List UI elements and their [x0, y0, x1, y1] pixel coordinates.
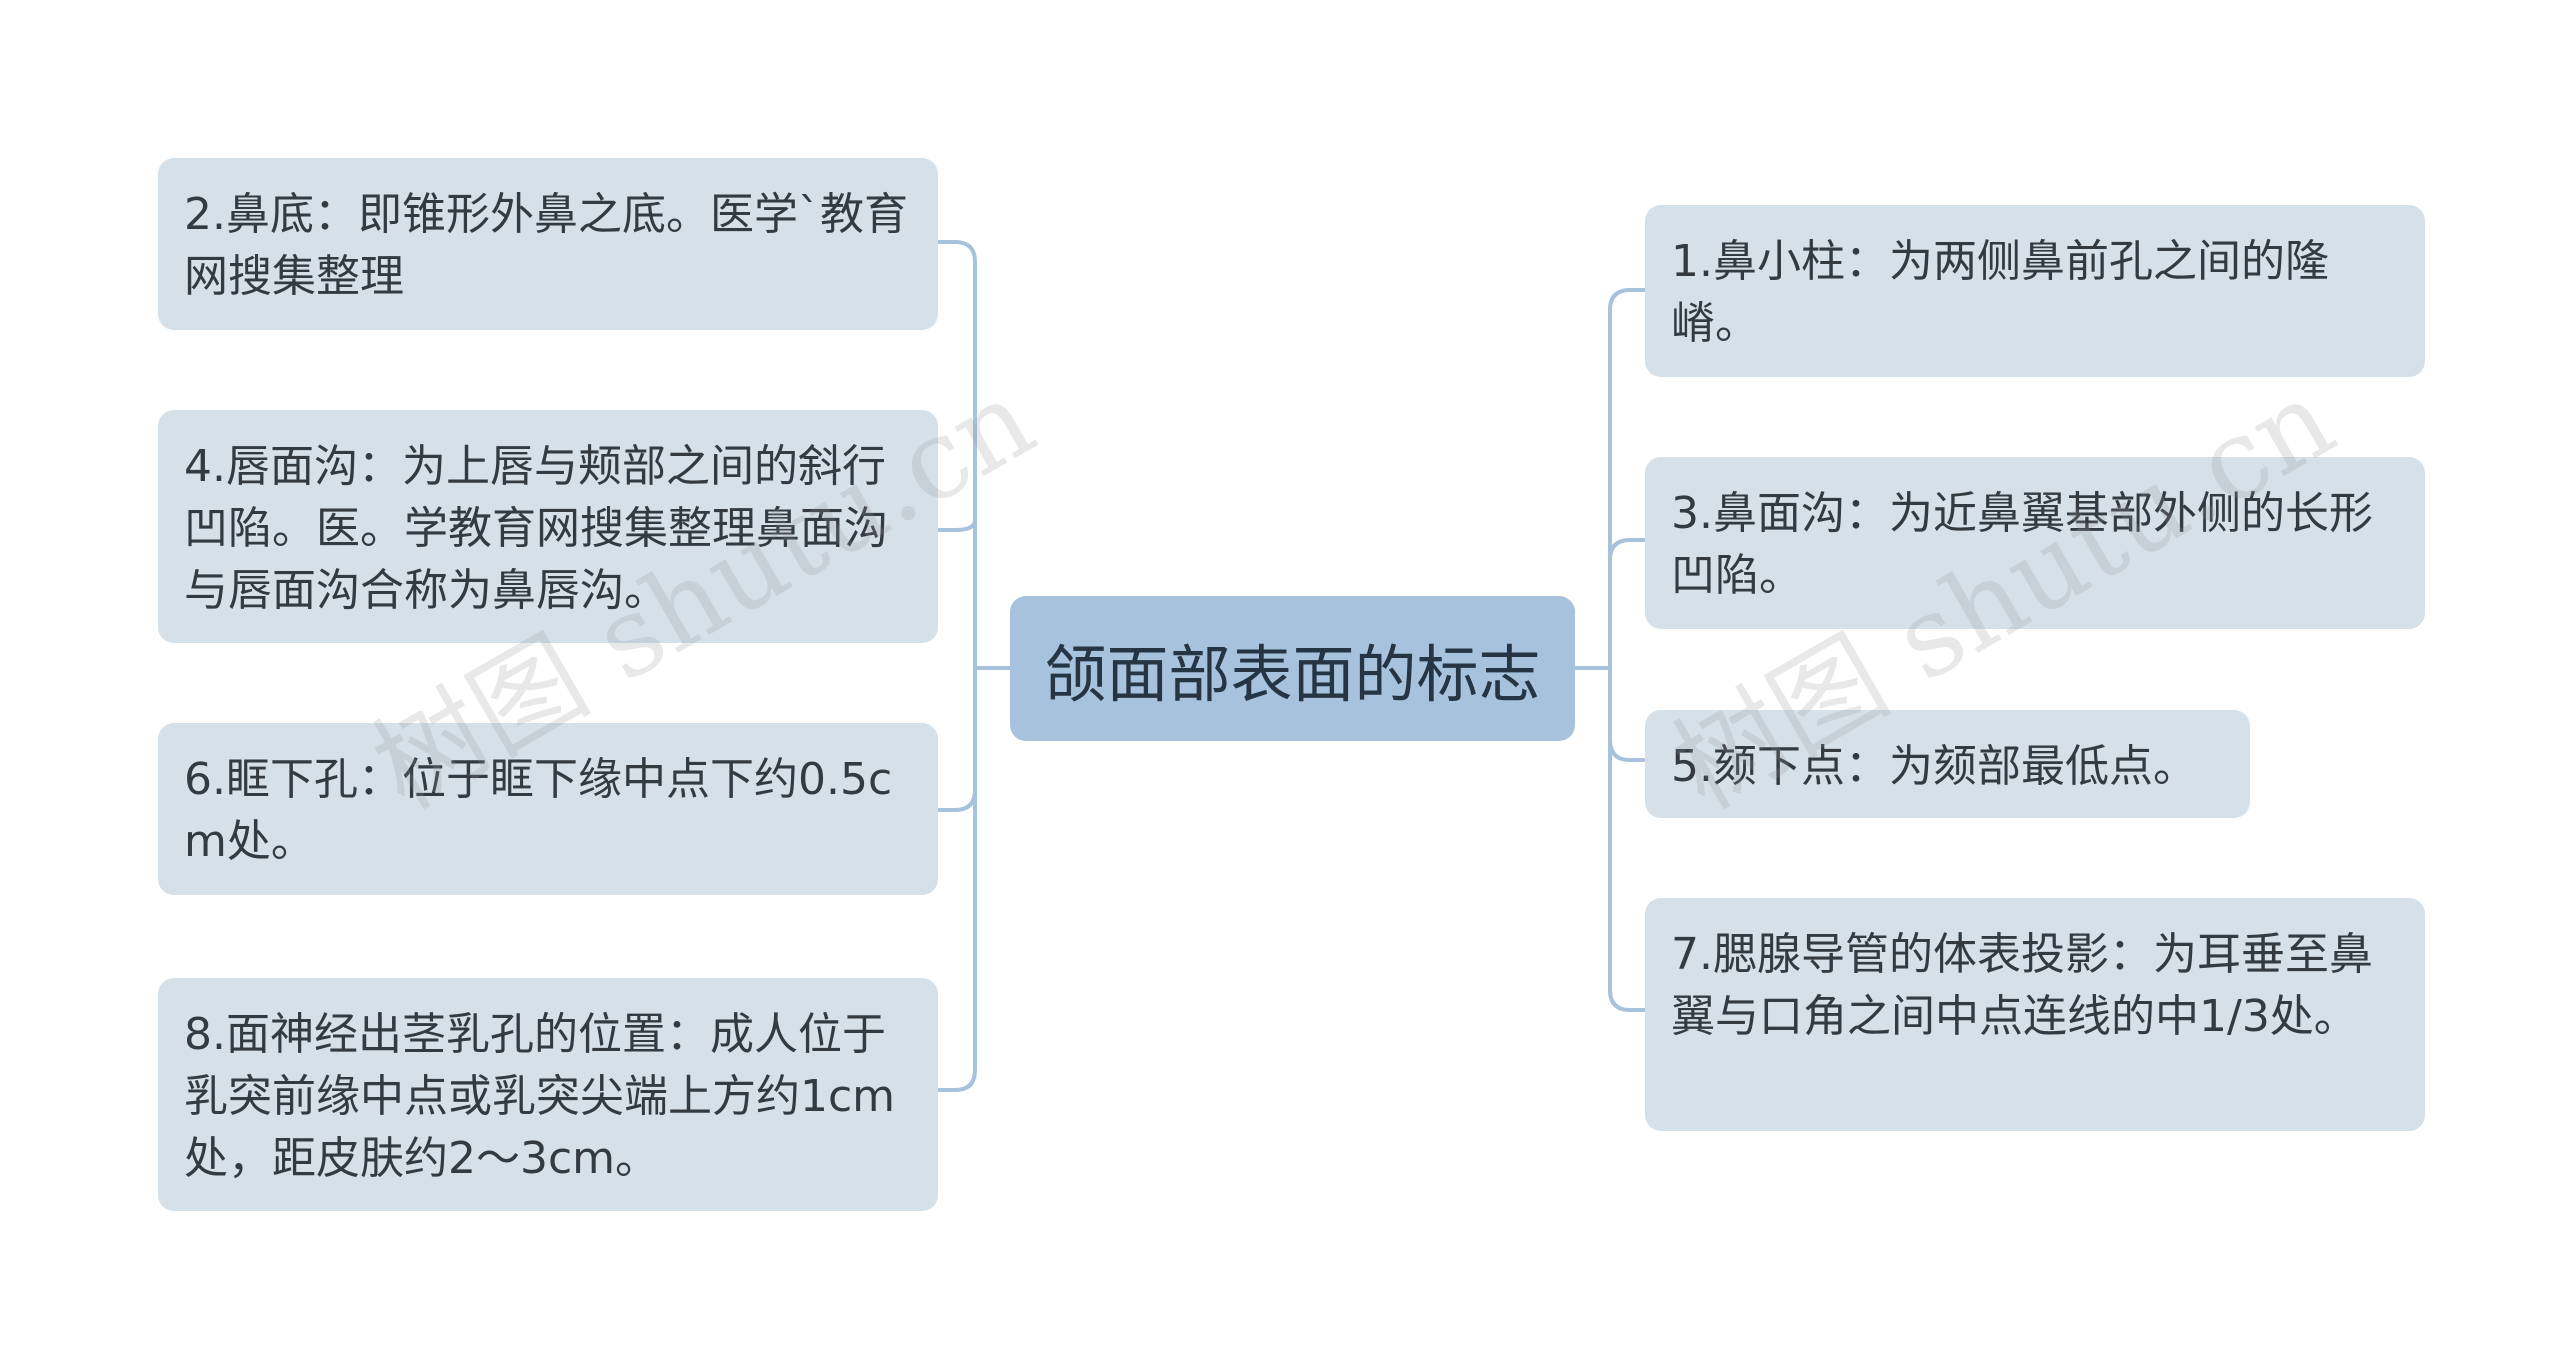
- topic-node-text: 3.鼻面沟：为近鼻翼基部外侧的长形凹陷。: [1671, 488, 2373, 601]
- topic-node-text: 4.唇面沟：为上唇与颊部之间的斜行凹陷。医。学教育网搜集整理鼻面沟与唇面沟合称为…: [184, 441, 888, 616]
- topic-node-text: 8.面神经出茎乳孔的位置：成人位于乳突前缘中点或乳突尖端上方约1cm处，距皮肤约…: [184, 1009, 896, 1184]
- connector-left-1: [935, 240, 977, 263]
- topic-node-facial-nerve[interactable]: 8.面神经出茎乳孔的位置：成人位于乳突前缘中点或乳突尖端上方约1cm处，距皮肤约…: [158, 978, 938, 1211]
- connector-right-2: [1608, 538, 1648, 561]
- connector-left-3: [935, 789, 977, 812]
- root-topic-label: 颌面部表面的标志: [1044, 637, 1541, 711]
- topic-node-text: 7.腮腺导管的体表投影：为耳垂至鼻翼与口角之间中点连线的中1/3处。: [1671, 929, 2373, 1042]
- connector-left-4: [935, 1069, 977, 1092]
- topic-node-text: 1.鼻小柱：为两侧鼻前孔之间的隆嵴。: [1671, 236, 2329, 349]
- topic-node-nasal-floor[interactable]: 2.鼻底：即锥形外鼻之底。医学`教育网搜集整理: [158, 158, 938, 330]
- topic-node-text: 5.颏下点：为颏部最低点。: [1671, 741, 2197, 792]
- topic-node-parotid-duct[interactable]: 7.腮腺导管的体表投影：为耳垂至鼻翼与口角之间中点连线的中1/3处。: [1645, 898, 2425, 1131]
- connector-right-1: [1608, 288, 1648, 311]
- topic-node-text: 2.鼻底：即锥形外鼻之底。医学`教育网搜集整理: [184, 189, 908, 302]
- connector-right-4: [1608, 989, 1648, 1012]
- topic-node-infraorbital-foramen[interactable]: 6.眶下孔：位于眶下缘中点下约0.5cm处。: [158, 723, 938, 895]
- connector-left-2: [935, 519, 977, 532]
- topic-node-menton[interactable]: 5.颏下点：为颏部最低点。: [1645, 710, 2250, 818]
- topic-node-labial-groove[interactable]: 4.唇面沟：为上唇与颊部之间的斜行凹陷。医。学教育网搜集整理鼻面沟与唇面沟合称为…: [158, 410, 938, 643]
- topic-node-text: 6.眶下孔：位于眶下缘中点下约0.5cm处。: [184, 754, 893, 867]
- root-topic[interactable]: 颌面部表面的标志: [1010, 596, 1575, 741]
- topic-node-nasofacial-groove[interactable]: 3.鼻面沟：为近鼻翼基部外侧的长形凹陷。: [1645, 457, 2425, 629]
- connector-right-3: [1608, 739, 1648, 762]
- topic-node-columella[interactable]: 1.鼻小柱：为两侧鼻前孔之间的隆嵴。: [1645, 205, 2425, 377]
